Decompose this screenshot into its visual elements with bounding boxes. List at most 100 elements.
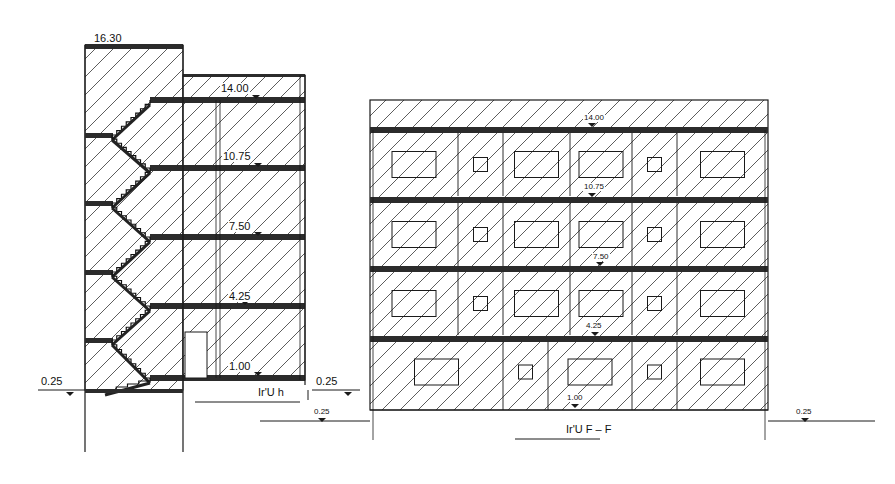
floor-slab <box>370 266 768 272</box>
floor-slab <box>370 127 768 133</box>
window <box>701 291 745 317</box>
window <box>648 228 662 242</box>
wall-line <box>300 75 301 380</box>
level-line <box>312 390 360 391</box>
column-line <box>216 100 217 378</box>
level-marker <box>596 262 604 266</box>
level-marker <box>571 404 579 408</box>
edge-line <box>765 130 766 440</box>
floor-slab <box>85 201 113 206</box>
window <box>415 359 459 385</box>
floor-slab <box>370 336 768 342</box>
floor-slab <box>150 303 305 309</box>
wall-line <box>503 133 504 196</box>
floor-slab <box>85 133 113 138</box>
floor-slab <box>85 270 113 275</box>
level-dimension: 7.50 <box>228 221 251 232</box>
stair-slab <box>112 140 150 173</box>
building-section <box>183 75 305 380</box>
level-dimension: 0.25 <box>40 376 63 387</box>
level-marker <box>318 418 326 422</box>
stair-slab <box>112 277 150 311</box>
window <box>474 297 488 311</box>
floor-slab <box>150 234 305 240</box>
level-marker <box>66 392 74 396</box>
level-dimension: 4.25 <box>585 322 603 330</box>
wall-line <box>632 133 633 196</box>
window <box>579 152 623 178</box>
level-dimension: 16.30 <box>93 33 123 44</box>
stair-steps <box>112 306 150 340</box>
stair-slab <box>112 242 150 277</box>
window <box>515 222 559 248</box>
wall-line <box>304 75 305 385</box>
level-line <box>260 421 370 422</box>
level-marker <box>254 232 262 236</box>
window <box>648 158 662 172</box>
wall-line <box>548 342 549 410</box>
wall-line <box>458 203 459 266</box>
floor-slab <box>85 389 183 393</box>
stair-steps <box>112 203 150 237</box>
stair-steps <box>112 135 150 168</box>
level-dimension: 0.25 <box>795 408 813 416</box>
level-marker <box>254 372 262 376</box>
level-marker <box>252 95 260 99</box>
edge-line <box>373 130 374 440</box>
stair-slab <box>112 311 150 345</box>
wall-line <box>632 342 633 410</box>
window <box>392 222 436 248</box>
stair-slab <box>112 173 150 208</box>
wall-line <box>632 203 633 266</box>
floor-slab <box>150 375 305 381</box>
level-line <box>195 402 300 403</box>
stair-slab <box>112 105 150 140</box>
floor-slab <box>370 197 768 203</box>
floor-slab <box>150 165 305 171</box>
level-dimension: 0.25 <box>313 408 331 416</box>
level-dimension: 0.25 <box>315 376 338 387</box>
wall-line <box>458 272 459 335</box>
level-marker <box>344 392 352 396</box>
base-line <box>370 409 768 410</box>
level-marker <box>588 193 596 197</box>
window <box>648 297 662 311</box>
tick-line <box>308 390 309 400</box>
level-dimension: 10.75 <box>583 183 605 191</box>
wall-line <box>570 133 571 196</box>
level-line <box>38 390 85 391</box>
window <box>568 359 612 385</box>
wall-line <box>458 133 459 196</box>
level-line <box>515 439 600 440</box>
wall-line <box>503 272 504 335</box>
stair-steps <box>112 237 150 272</box>
level-dimension: 1.00 <box>566 394 584 402</box>
stair-steps <box>112 340 150 378</box>
window <box>648 365 662 379</box>
elevation-facade <box>370 100 768 410</box>
window <box>579 291 623 317</box>
level-dimension: 1.00 <box>228 361 251 372</box>
wall-line <box>570 203 571 266</box>
section-title: Ir'U h <box>257 387 285 398</box>
window <box>701 359 745 385</box>
level-dimension: 7.50 <box>592 253 610 261</box>
window <box>474 158 488 172</box>
window <box>515 152 559 178</box>
level-marker <box>801 418 809 422</box>
floor-slab <box>85 44 183 49</box>
window <box>701 222 745 248</box>
wall-line <box>503 203 504 266</box>
wall-line <box>677 342 678 410</box>
section-title: Ir'U F – F <box>565 424 613 435</box>
wall-line <box>570 272 571 335</box>
wall-line <box>503 342 504 410</box>
window <box>579 222 623 248</box>
wall-line <box>677 133 678 196</box>
stair-steps <box>112 272 150 306</box>
level-marker <box>588 123 596 127</box>
level-dimension: 10.75 <box>222 151 252 162</box>
level-marker <box>254 163 262 167</box>
level-dimension: 14.00 <box>220 83 250 94</box>
